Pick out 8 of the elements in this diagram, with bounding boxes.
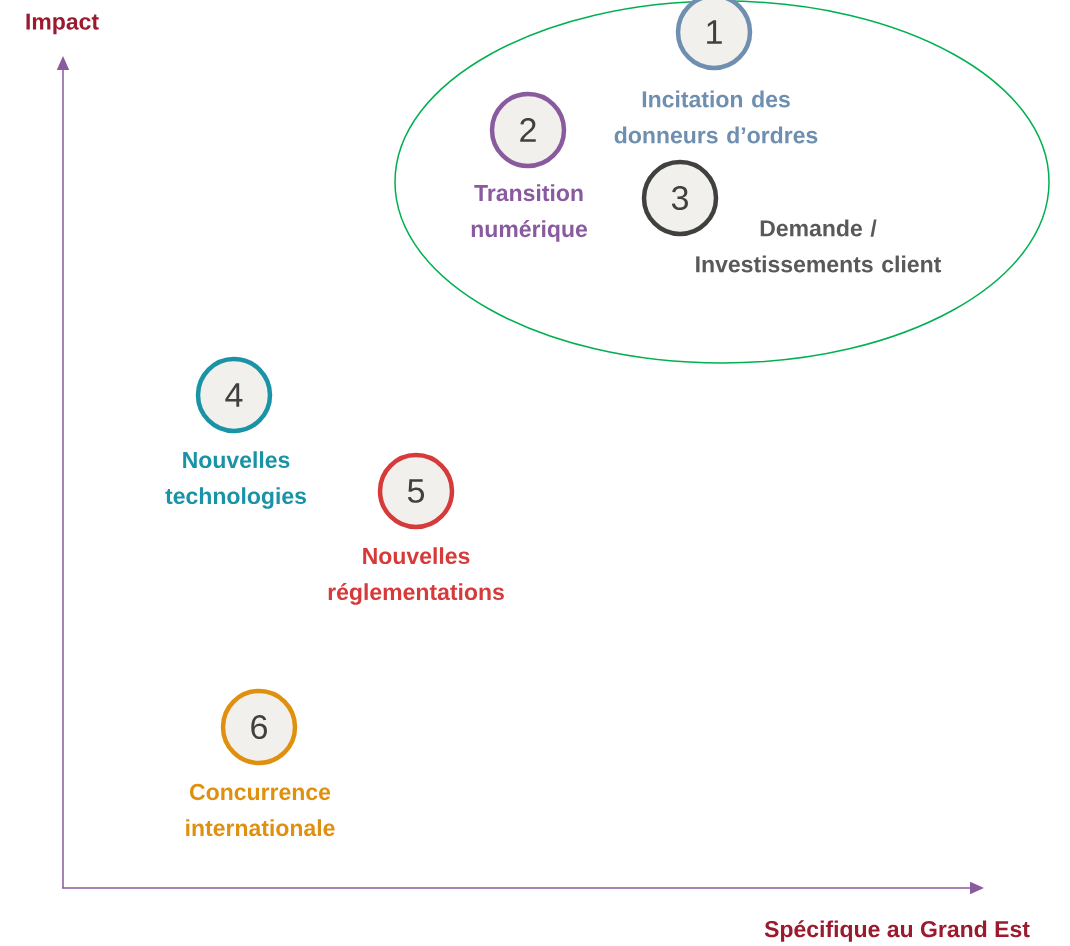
- factor-label: Concurrence internationale: [186, 783, 335, 837]
- factor-label: Nouvelles technologies: [165, 451, 306, 509]
- factor-label: Incitation des donneurs d’ordres: [614, 90, 818, 144]
- factor-label: Transition numérique: [471, 184, 587, 242]
- group-ellipse: [394, 0, 1050, 364]
- axis-label: Spécifique au Grand Est: [764, 920, 1030, 942]
- axis-label: Impact: [26, 13, 99, 35]
- factor-label: Nouvelles réglementations: [328, 547, 504, 605]
